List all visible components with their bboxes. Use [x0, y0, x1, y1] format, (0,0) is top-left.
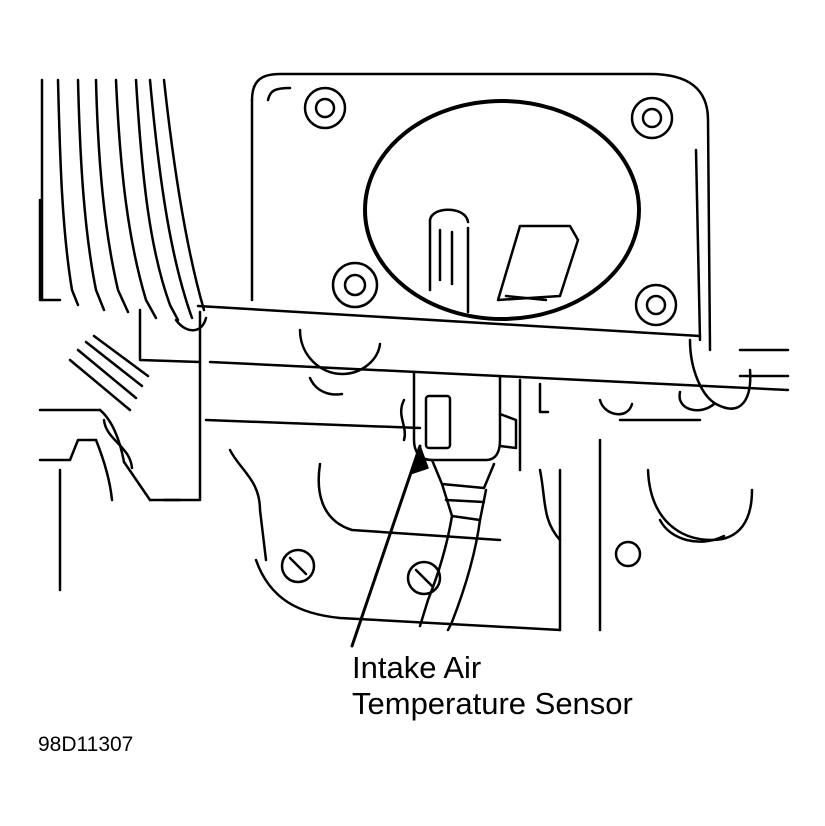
left-bracket: [38, 334, 182, 592]
callout-line-2: Temperature Sensor: [352, 686, 633, 721]
intake-air-temperature-sensor: [399, 370, 518, 632]
pulley-grooves: [38, 78, 208, 332]
lower-casting: [228, 438, 754, 632]
intake-manifold: [138, 308, 790, 502]
flange-bolt-holes: [303, 86, 678, 327]
lower-bolts: [280, 540, 642, 596]
leader-arrowhead: [409, 445, 429, 475]
callout-line-1: Intake Air: [352, 650, 482, 685]
throttle-body-flange: [196, 72, 712, 352]
throttle-bore: [363, 99, 641, 321]
figure-id: 98D11307: [38, 733, 134, 756]
leader-line: [350, 444, 422, 648]
sensor-callout-label: Intake Air Temperature Sensor: [352, 650, 633, 722]
